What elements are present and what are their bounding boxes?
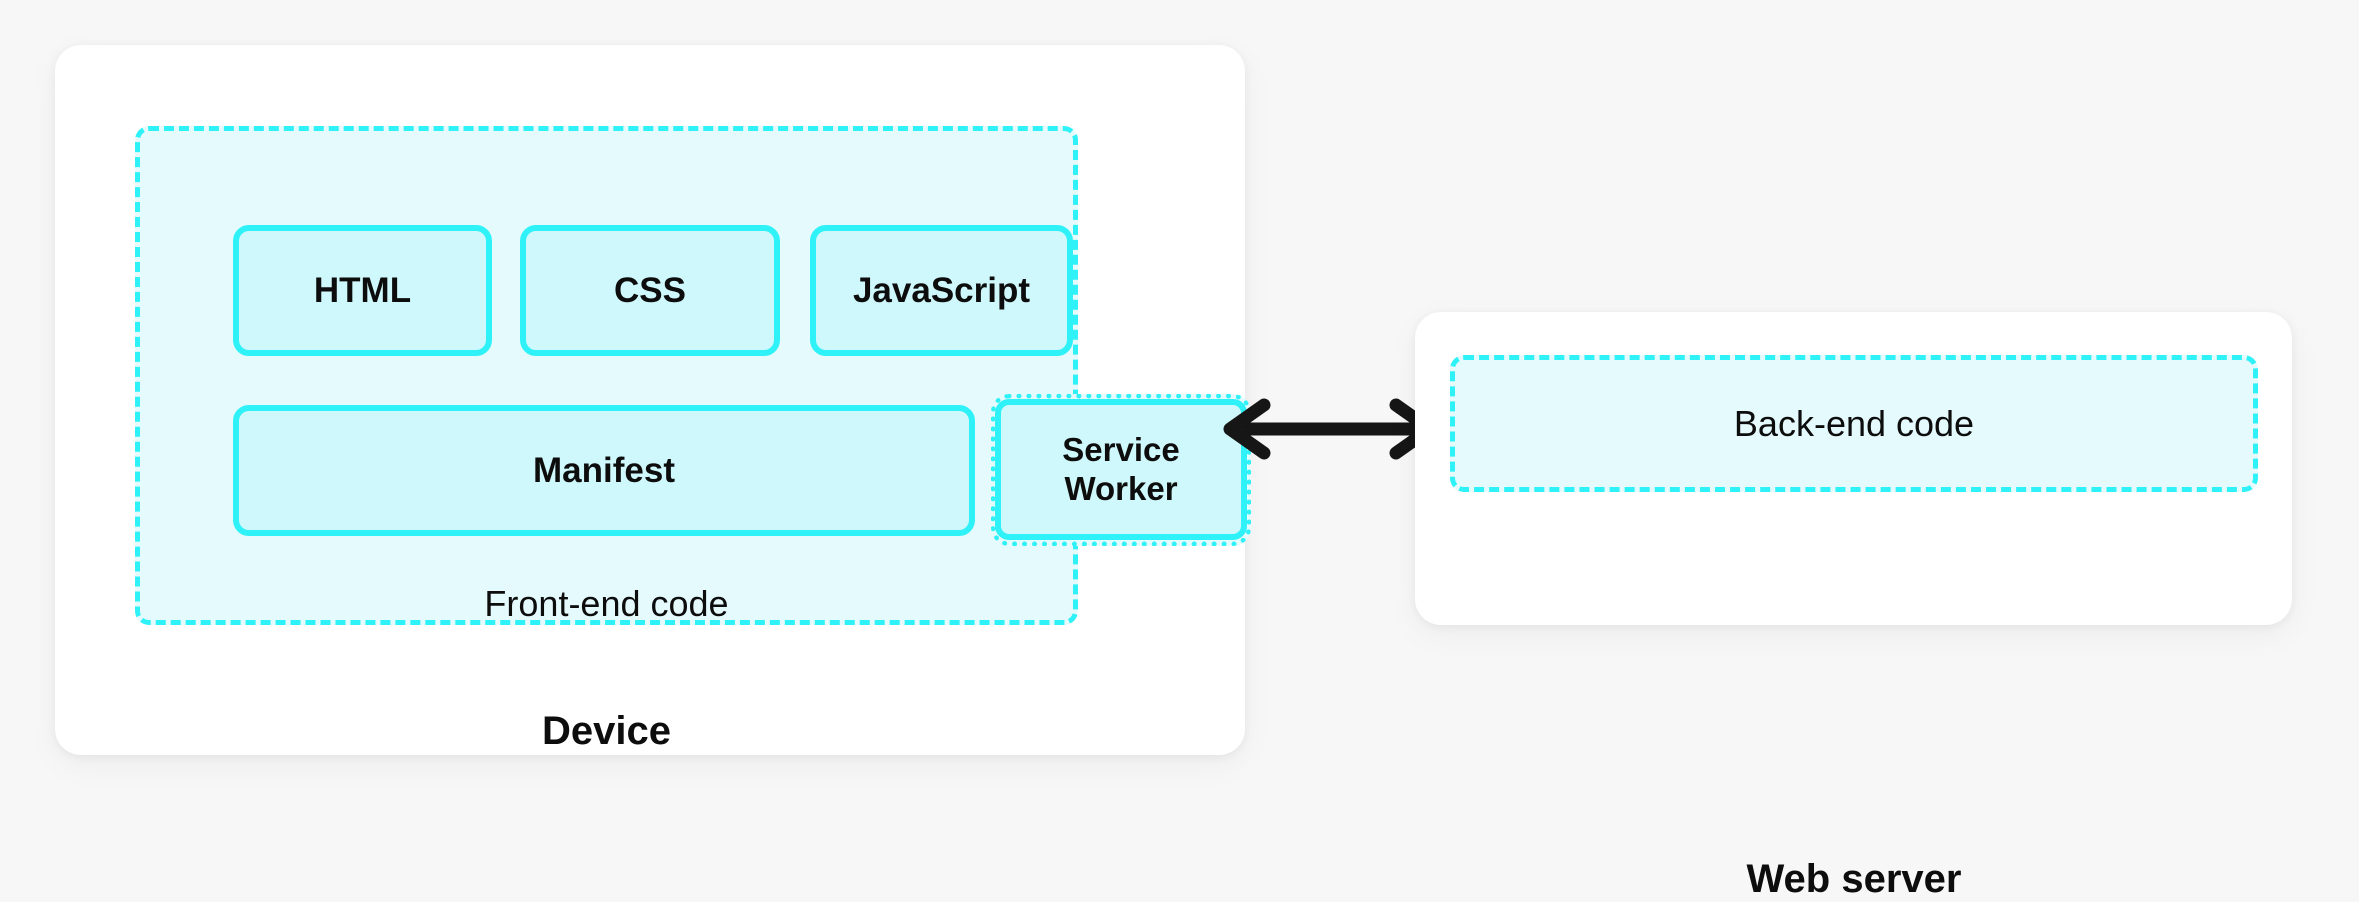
tech-box-service-worker-label: Service Worker	[1062, 431, 1179, 509]
tech-box-javascript-label: JavaScript	[852, 270, 1031, 310]
service-worker-line-2: Worker	[1064, 469, 1178, 507]
tech-box-manifest[interactable]: Manifest	[233, 405, 975, 536]
diagram-canvas: HTML CSS JavaScript Manifest Service Wor…	[55, 45, 2292, 901]
front-end-code-group	[135, 126, 1078, 625]
device-panel: HTML CSS JavaScript Manifest Service Wor…	[55, 45, 1251, 755]
tech-box-css[interactable]: CSS	[520, 225, 780, 356]
web-server-label: Web server	[1746, 857, 1962, 901]
tech-box-html-label: HTML	[313, 270, 412, 310]
tech-box-html[interactable]: HTML	[233, 225, 492, 356]
tech-box-manifest-label: Manifest	[533, 450, 675, 490]
device-label: Device	[542, 709, 671, 753]
tech-box-javascript[interactable]: JavaScript	[810, 225, 1073, 356]
bidirectional-arrow-icon	[1223, 398, 1437, 460]
tech-box-css-label: CSS	[614, 270, 686, 310]
service-worker-line-1: Service	[1062, 430, 1180, 468]
tech-box-service-worker[interactable]: Service Worker	[995, 399, 1247, 540]
web-server-panel: Back-end code Web server	[1415, 312, 2292, 901]
back-end-code-label: Back-end code	[1733, 402, 1975, 444]
front-end-code-label: Front-end code	[484, 583, 729, 624]
back-end-code-box[interactable]: Back-end code	[1450, 355, 2258, 492]
